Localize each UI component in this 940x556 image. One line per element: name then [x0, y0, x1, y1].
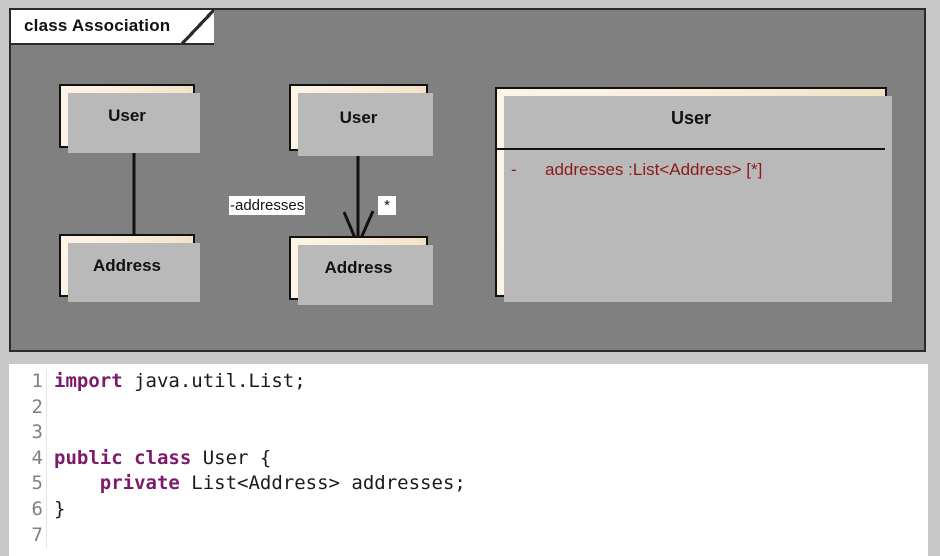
line-number: 6 [31, 497, 43, 520]
class-box-shadow [298, 93, 433, 156]
code-keyword: private [99, 472, 180, 495]
class-box-user-1[interactable]: User [59, 84, 200, 153]
line-number: 2 [31, 395, 43, 418]
code-line[interactable] [54, 523, 466, 549]
code-text: } [54, 497, 66, 520]
code-line[interactable] [54, 420, 466, 446]
code-line[interactable]: public class User { [54, 446, 466, 472]
class-header: User [497, 89, 885, 150]
attribute-signature-label: addresses :List<Address> [*] [545, 160, 763, 179]
code-line[interactable]: private List<Address> addresses; [54, 471, 466, 497]
diagram-canvas[interactable]: class Association User Address [11, 10, 924, 350]
frame-title-label: class Association [24, 16, 171, 35]
frame-title-tab[interactable]: class Association [11, 10, 215, 45]
class-box-shadow [504, 96, 892, 302]
line-number: 7 [31, 523, 43, 546]
class-name-label: User [670, 108, 712, 128]
class-name-label: User [108, 106, 146, 125]
class-name-label: Address [92, 255, 162, 275]
code-text: java.util.List; [122, 370, 306, 392]
class-box-user-detailed[interactable]: User - addresses :List<Address> [*] [495, 87, 892, 302]
class-box-user-2[interactable]: User [289, 84, 433, 156]
line-number: 4 [31, 446, 43, 469]
association-plain-line[interactable] [127, 146, 141, 246]
code-text [54, 472, 100, 494]
code-keyword: public class [54, 446, 192, 469]
class-box-shadow [68, 93, 200, 153]
line-number: 1 [31, 370, 43, 392]
code-text: User { [191, 446, 272, 469]
uml-diagram-panel[interactable]: class Association User Address [9, 8, 926, 352]
class-box-shadow [68, 243, 200, 302]
class-box-address-1[interactable]: Address [59, 234, 200, 302]
line-number: 5 [31, 472, 43, 495]
code-keyword: import [54, 370, 123, 392]
class-box-address-2[interactable]: Address [289, 236, 433, 305]
class-name-label: User [339, 107, 378, 127]
line-number: 3 [31, 421, 43, 444]
class-box-shadow [298, 245, 433, 305]
association-role-label: -addresses [229, 196, 306, 215]
attribute-visibility-marker: - [511, 160, 517, 179]
code-text-area[interactable]: import java.util.List; public class User… [47, 369, 466, 548]
code-line[interactable]: import java.util.List; [54, 369, 466, 395]
code-line[interactable]: } [54, 497, 466, 523]
class-name-label: Address [324, 258, 393, 277]
association-multiplicity-label: * [378, 196, 396, 215]
code-text: List<Address> addresses; [179, 472, 466, 495]
class-attributes-compartment: - addresses :List<Address> [*] [497, 150, 885, 180]
code-line[interactable] [54, 395, 466, 421]
class-attribute-row[interactable]: - addresses :List<Address> [*] [497, 160, 885, 180]
frame-tab-notch-icon [180, 10, 215, 44]
